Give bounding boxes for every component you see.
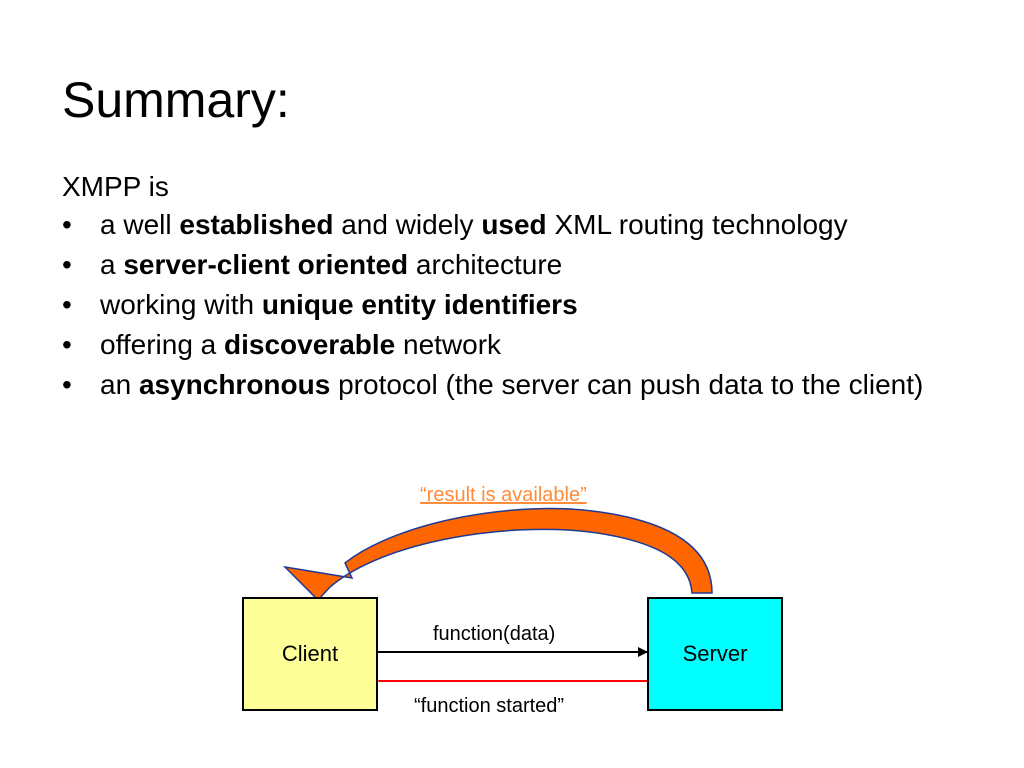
call-label: function(data)	[433, 623, 556, 645]
bullet-text: a	[100, 249, 124, 280]
bullet-emphasis: unique entity identifiers	[261, 289, 578, 320]
bullet-dot: •	[62, 209, 72, 240]
ack-label: “function started”	[414, 695, 565, 717]
bullet-dot: •	[62, 329, 72, 360]
bullet-emphasis: used	[481, 209, 547, 240]
server-box: Server	[647, 597, 783, 711]
bullet-emphasis: server-client oriented	[123, 249, 409, 280]
result-label: “result is available”	[420, 484, 587, 506]
bullet-emphasis: discoverable	[224, 329, 396, 360]
bullet-dot: •	[62, 289, 72, 320]
bullet-text: protocol (the server can push data to th…	[330, 369, 924, 400]
bullet-text: offering a	[100, 329, 225, 360]
bullet-dot: •	[62, 369, 72, 400]
bullet-text: network	[395, 329, 502, 360]
bullet-list: • a well established and widely used XML…	[62, 208, 962, 408]
intro-text: XMPP is	[62, 171, 169, 202]
client-box: Client	[242, 597, 378, 711]
bullet-item: • working with unique entity identifiers	[62, 288, 962, 321]
client-label: Client	[281, 641, 339, 666]
bullet-item: • a server-client oriented architecture	[62, 248, 962, 281]
bullet-text: working with	[100, 289, 262, 320]
bullet-item: • a well established and widely used XML…	[62, 208, 962, 241]
slide-title: Summary:	[62, 72, 290, 128]
bullet-text: a well	[100, 209, 180, 240]
bullet-emphasis: asynchronous	[138, 369, 331, 400]
bullet-dot: •	[62, 249, 72, 280]
bullet-item: • an asynchronous protocol (the server c…	[62, 368, 962, 401]
bullet-text: architecture	[408, 249, 563, 280]
bullet-text: an	[100, 369, 139, 400]
server-label: Server	[682, 641, 748, 666]
bullet-emphasis: established	[179, 209, 334, 240]
bullet-text: and widely	[333, 209, 482, 240]
bullet-text: XML routing technology	[546, 209, 848, 240]
result-arrow	[282, 507, 713, 602]
bullet-item: • offering a discoverable network	[62, 328, 962, 361]
